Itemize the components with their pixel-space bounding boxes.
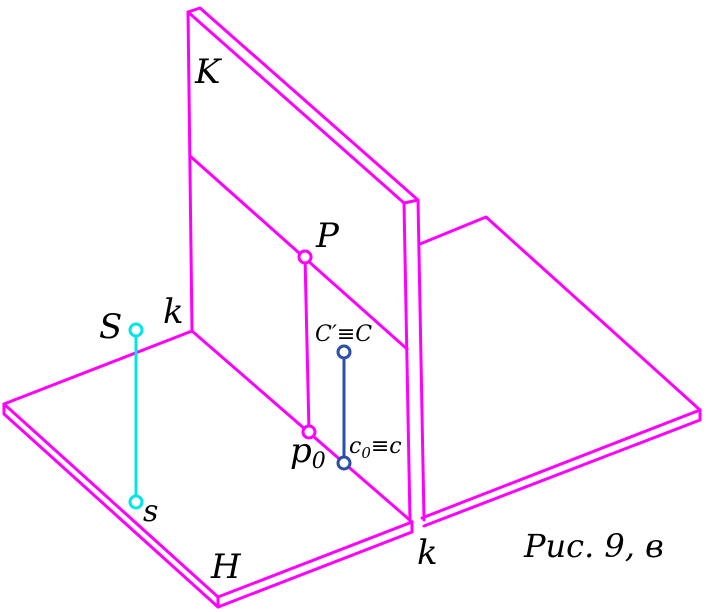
plane-h-right-thickness: [422, 408, 702, 528]
plane-k-thickness-top: [186, 6, 420, 205]
figure-caption: Рис. 9, в: [523, 527, 664, 565]
plane-k: [186, 6, 426, 524]
plane-h-right: [418, 215, 702, 520]
label-p0: p0: [290, 431, 326, 474]
label-P: P: [315, 216, 340, 256]
point-C: [336, 344, 352, 360]
plane-k-inner-line: [188, 154, 409, 351]
point-c0: [336, 455, 352, 471]
segment-s: [128, 322, 144, 510]
label-c-prime-c: C′≡C: [315, 322, 372, 347]
segment-c: [336, 344, 352, 471]
plane-h-thickness: [2, 402, 220, 609]
plane-k-outline: [186, 10, 412, 524]
label-s: s: [143, 494, 158, 529]
plane-h-thickness-front: [216, 520, 414, 609]
plane-k-thickness-right: [416, 198, 426, 522]
label-H: H: [210, 547, 242, 587]
label-k-left: k: [163, 292, 184, 332]
point-s: [128, 494, 144, 510]
point-P: [297, 249, 313, 265]
plane-h-left-edge: [2, 329, 414, 599]
point-S: [128, 322, 144, 338]
plane-h: [2, 215, 702, 609]
plane-k-projector: [303, 255, 311, 434]
label-K: K: [194, 52, 223, 92]
point-p0: [301, 424, 317, 440]
label-S: S: [99, 307, 122, 347]
label-k-bottom: k: [417, 533, 438, 573]
plane-h-k-line: [190, 329, 414, 524]
label-c0-c: c0≡c: [349, 434, 402, 462]
